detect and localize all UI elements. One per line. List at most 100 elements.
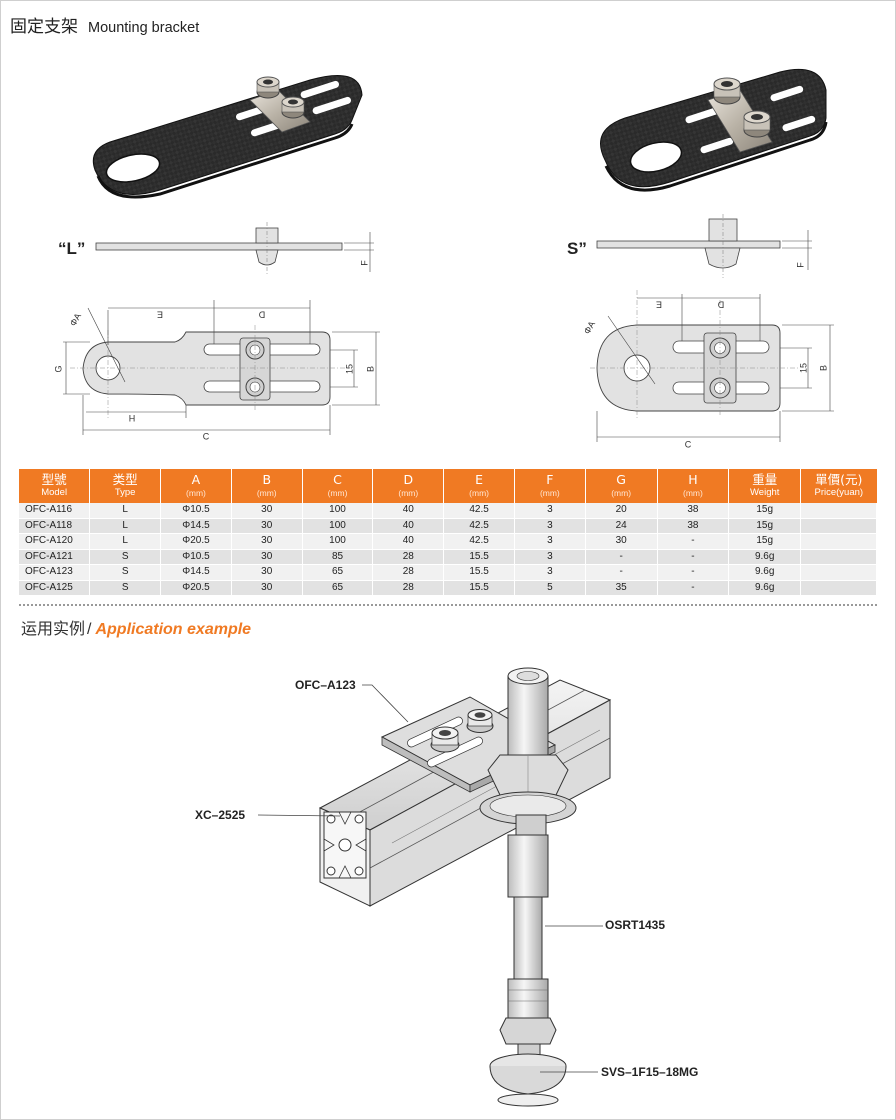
title-zh: 固定支架	[10, 17, 78, 37]
callout-foot: SVS–1F15–18MG	[601, 1065, 699, 1079]
cell-price	[800, 518, 877, 534]
cell-f: 5	[514, 580, 586, 596]
cell-f: 3	[514, 518, 586, 534]
cell-b: 30	[231, 549, 303, 565]
svg-text:S”: S”	[567, 239, 587, 258]
dim-b-left: B	[365, 366, 375, 372]
cell-d: 40	[372, 533, 445, 550]
cell-type: L	[89, 503, 162, 519]
dim-d-left: D	[258, 310, 265, 320]
col-header: H(mm)	[657, 469, 730, 503]
cell-weight: 15g	[728, 503, 802, 519]
cell-price	[800, 549, 877, 565]
cell-price	[800, 564, 877, 581]
cell-f: 3	[514, 549, 586, 565]
cell-h: -	[657, 549, 730, 565]
dim-h-left: H	[129, 413, 136, 423]
cell-c: 65	[302, 564, 374, 581]
cell-type: L	[89, 533, 162, 550]
cell-d: 28	[372, 549, 445, 565]
dotted-divider	[19, 604, 877, 606]
svg-text:E: E	[656, 300, 662, 310]
dim-f-left: F	[359, 260, 369, 266]
dim-15-left: 15	[344, 364, 354, 374]
cell-a: Φ20.5	[160, 580, 232, 596]
cell-a: Φ10.5	[160, 503, 232, 519]
col-header: G(mm)	[585, 469, 658, 503]
cell-d: 28	[372, 564, 445, 581]
cell-price	[800, 533, 877, 550]
cell-e: 15.5	[443, 580, 515, 596]
svg-text:15: 15	[344, 364, 354, 374]
cell-model: OFC-A125	[19, 580, 91, 596]
svg-text:H: H	[129, 413, 136, 423]
cell-e: 15.5	[443, 564, 515, 581]
label-s-type: S”	[567, 239, 587, 258]
cell-weight: 9.6g	[728, 549, 802, 565]
svg-text:E: E	[157, 310, 163, 320]
cell-a: Φ10.5	[160, 549, 232, 565]
cell-d: 28	[372, 580, 445, 596]
cell-type: L	[89, 518, 162, 534]
cell-price	[800, 503, 877, 519]
cell-model: OFC-A120	[19, 533, 91, 550]
cell-a: Φ14.5	[160, 518, 232, 534]
cell-type: S	[89, 580, 162, 596]
svg-text:B: B	[365, 366, 375, 372]
cell-d: 40	[372, 518, 445, 534]
dim-f-right: F	[795, 262, 805, 268]
svg-text:D: D	[717, 300, 724, 310]
cell-e: 42.5	[443, 503, 515, 519]
callout-profile: XC–2525	[195, 808, 246, 822]
cell-g: 35	[585, 580, 658, 596]
title-en: Mounting bracket	[88, 20, 200, 36]
cell-g: -	[585, 549, 658, 565]
dim-15-right: 15	[798, 363, 808, 373]
cell-a: Φ20.5	[160, 533, 232, 550]
col-header: 單價(元)Price(yuan)	[800, 469, 877, 503]
svg-text:G: G	[53, 365, 63, 372]
cell-b: 30	[231, 564, 303, 581]
cell-c: 85	[302, 549, 374, 565]
svg-text:C: C	[203, 431, 210, 441]
col-header: D(mm)	[372, 469, 445, 503]
svg-text:B: B	[818, 365, 828, 371]
cell-g: -	[585, 564, 658, 581]
dim-e-right: E	[656, 300, 662, 310]
dim-c-left: C	[203, 431, 210, 441]
application-title-en: Application example	[95, 621, 252, 638]
cell-type: S	[89, 549, 162, 565]
svg-text:D: D	[258, 310, 265, 320]
cell-d: 40	[372, 503, 445, 519]
cell-weight: 15g	[728, 518, 802, 534]
callout-rod: OSRT1435	[605, 918, 666, 932]
cell-f: 3	[514, 533, 586, 550]
svg-text:15: 15	[798, 363, 808, 373]
cell-e: 42.5	[443, 518, 515, 534]
cell-model: OFC-A118	[19, 518, 91, 534]
dim-a-right: ΦA	[582, 319, 597, 335]
cell-g: 24	[585, 518, 658, 534]
cell-b: 30	[231, 503, 303, 519]
svg-text:“L”: “L”	[58, 239, 85, 258]
col-header: F(mm)	[514, 469, 586, 503]
dim-e-left: E	[157, 310, 163, 320]
dim-b-right: B	[818, 365, 828, 371]
dim-d-right: D	[717, 300, 724, 310]
cell-b: 30	[231, 518, 303, 534]
cell-c: 100	[302, 533, 374, 550]
svg-text:F: F	[795, 262, 805, 268]
cell-b: 30	[231, 580, 303, 596]
col-header: A(mm)	[160, 469, 232, 503]
